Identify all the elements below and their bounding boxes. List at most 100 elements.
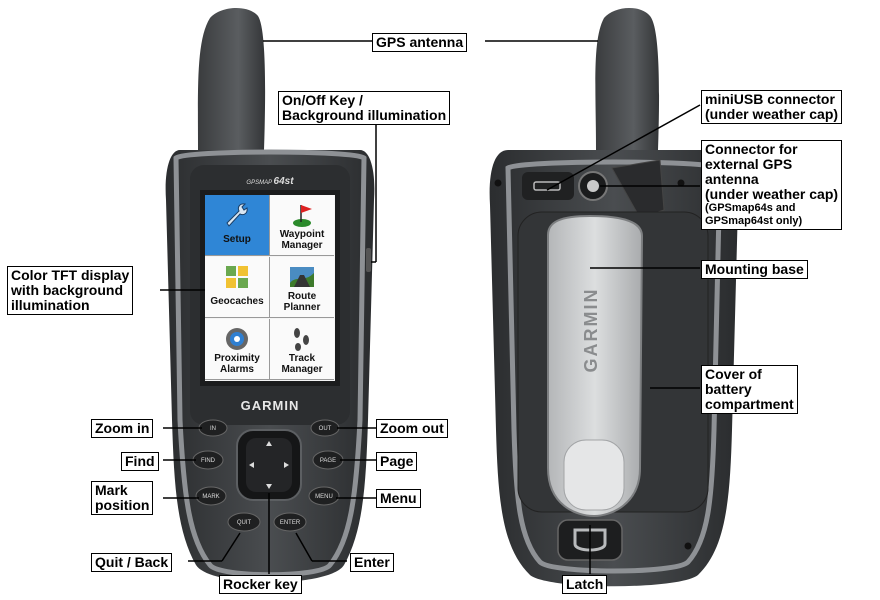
callout-miniusb-line1: miniUSB connector [705,91,835,107]
screw-icon [494,179,502,187]
svg-text:QUIT: QUIT [237,520,252,526]
callout-page: Page [376,452,418,471]
callout-display: Color TFT display with background illumi… [7,266,134,315]
mounting-base-grip [563,439,625,511]
callout-onoff-line1: On/Off Key / [282,92,363,108]
callout-menu: Menu [376,489,421,508]
callout-ext-line4: (under weather cap) [705,186,839,202]
rocker-key[interactable] [236,429,302,501]
callout-gps-antenna: GPS antenna [372,33,468,52]
callout-battery-line2: battery [705,381,752,397]
key-enter[interactable]: ENTER [273,512,307,532]
callout-miniusb: miniUSB connector (under weather cap) [701,90,843,124]
callout-onoff-key: On/Off Key / Background illumination [278,91,451,125]
callout-battery-line1: Cover of [705,366,762,382]
callout-rocker-key: Rocker key [219,575,302,594]
callout-zoom-in: Zoom in [91,419,154,438]
menu-tile-label-line2: Manager [281,240,323,251]
callout-ext-line2: external GPS [705,156,793,172]
waypoint-flag-icon [288,201,316,229]
callout-display-line1: Color TFT display [11,267,130,283]
menu-tile-label-line1: Route [287,291,317,302]
rocker-right-icon [284,462,289,468]
front-antenna [197,7,266,150]
menu-tile-label-line1: Proximity [214,353,260,364]
callout-mark-position: Mark position [91,481,154,515]
svg-text:OUT: OUT [319,426,332,432]
menu-tile-label-line1: Setup [223,234,251,245]
menu-tile-label-line1: Waypoint [279,229,325,240]
callout-ext-note2: GPSmap64st only) [705,215,803,227]
callout-zoom-out: Zoom out [376,419,448,438]
callout-battery-line3: compartment [705,396,794,412]
callout-latch: Latch [562,575,608,594]
callout-ext-antenna: Connector for external GPS antenna (unde… [701,140,843,230]
callout-display-line2: with background [11,282,123,298]
geocache-icon [223,263,251,291]
back-antenna [595,7,660,150]
back-brand: GARMIN [581,288,601,373]
ext-antenna-center [587,180,599,192]
key-find[interactable]: FIND [192,450,224,470]
callout-ext-line3: antenna [705,171,759,187]
svg-text:MARK: MARK [202,494,219,500]
svg-text:ENTER: ENTER [280,520,301,526]
screw-icon [677,179,685,187]
key-in[interactable]: IN [198,419,228,437]
back-device: GARMIN [489,7,739,587]
key-page[interactable]: PAGE [312,450,344,470]
menu-tile-label-line1: Track [288,353,316,364]
wrench-icon [223,201,251,229]
proximity-alarm-icon [223,325,251,353]
front-model-text: GPSMAP 64st [246,176,294,187]
rocker-left-icon [249,462,254,468]
callout-mark-line1: Mark [95,482,128,498]
menu-tile-label-line2: Planner [283,302,321,313]
callout-mark-line2: position [95,497,150,513]
leader-lines [160,40,701,574]
power-key[interactable] [366,248,371,272]
callout-find: Find [121,452,159,471]
key-out[interactable]: OUT [310,419,340,437]
front-rim [173,149,367,578]
weather-cap [611,159,665,219]
menu-tile-label-line1: Geocaches [210,296,264,307]
screw-icon [684,542,692,550]
callout-battery-cover: Cover of battery compartment [701,365,798,414]
menu-tile-label-line2: Alarms [220,364,254,375]
latch-ring-icon [573,528,607,552]
rocker-up-icon [266,441,272,446]
callout-miniusb-line2: (under weather cap) [705,106,839,122]
callout-ext-line1: Connector for [705,141,798,157]
miniusb-cap [522,172,574,200]
front-brand: GARMIN [241,398,300,413]
track-icon [288,325,316,353]
rocker-down-icon [266,484,272,489]
svg-text:FIND: FIND [201,458,216,464]
callout-enter: Enter [350,553,394,572]
callout-ext-note1: (GPSmap64s and [705,202,796,214]
menu-tile-label: Setup [205,234,269,245]
svg-text:PAGE: PAGE [320,458,336,464]
menu-tile-setup[interactable]: Setup [205,195,270,256]
mounting-base [547,214,644,518]
route-icon [288,263,316,291]
key-mark[interactable]: MARK [195,486,227,506]
callout-display-line3: illumination [11,297,90,313]
menu-tile-geocaches[interactable]: Geocaches [205,257,270,318]
menu-tile-label-line2: Manager [281,364,323,375]
key-menu[interactable]: MENU [308,486,340,506]
key-quit[interactable]: QUIT [227,512,261,532]
menu-tile-label: Geocaches [205,296,269,307]
callout-mounting-base: Mounting base [701,260,808,279]
